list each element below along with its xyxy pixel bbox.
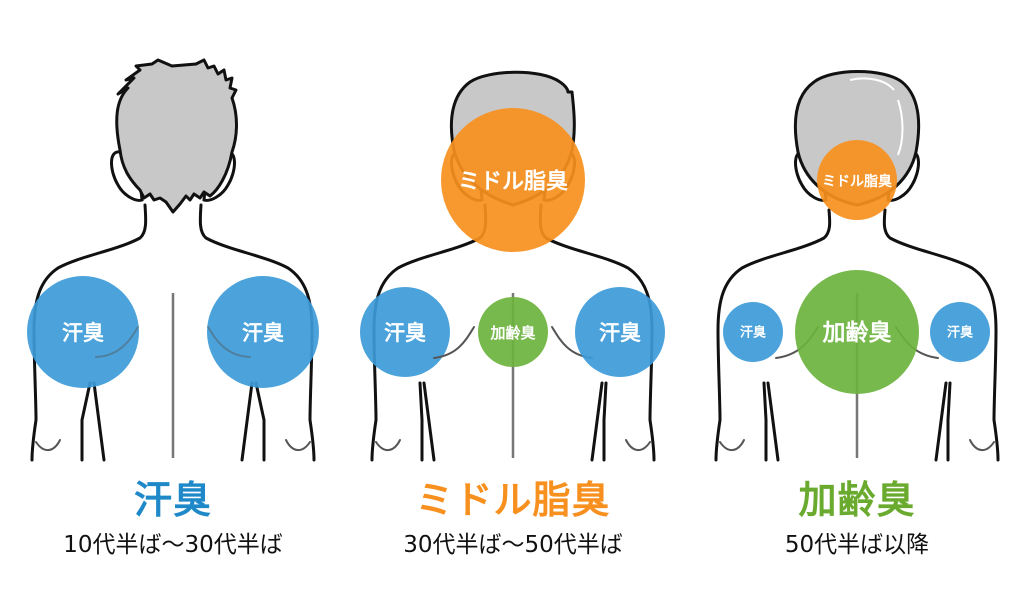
caption-title: ミドル脂臭 [415, 478, 611, 522]
hair-spiky [115, 58, 238, 214]
figure-middle: ミドル脂臭 汗臭 加齢臭 汗臭 [360, 70, 665, 462]
sweat-bubble-left [27, 276, 139, 388]
sweat-bubble-left [723, 302, 783, 362]
shoulder-blade-left [433, 326, 475, 359]
sweat-bubble-right-label: 汗臭 [242, 321, 284, 345]
aging-bubble-label: 加齢臭 [822, 319, 892, 346]
hair-highlight [849, 77, 895, 91]
sweat-bubble-right [575, 287, 665, 377]
sweat-bubble-left-label: 汗臭 [62, 321, 104, 345]
sweat-bubble-right [207, 276, 319, 388]
caption-middle: ミドル脂臭 30代半ば〜50代半ば [343, 478, 683, 560]
sweat-bubble-left [360, 287, 450, 377]
sweat-bubble-left-label: 汗臭 [740, 325, 766, 341]
shoulder-blade-right [207, 326, 251, 358]
hair-highlight [897, 99, 904, 156]
figure-senior: ミドル脂臭 汗臭 加齢臭 汗臭 [714, 70, 1000, 462]
middle-fat-bubble-label: ミドル脂臭 [458, 169, 568, 195]
aging-bubble-label: 加齢臭 [489, 324, 535, 342]
body-outline [30, 203, 316, 462]
caption-title: 汗臭 [133, 478, 212, 522]
arm-crease-right [285, 439, 311, 451]
arm-crease-left [719, 439, 745, 451]
sweat-bubble-right-label: 汗臭 [599, 321, 641, 345]
caption-age-range: 30代半ば〜50代半ば [403, 532, 623, 558]
figure-young: 汗臭 汗臭 [27, 58, 319, 462]
caption-senior: 加齢臭 50代半ば以降 [687, 478, 1024, 560]
middle-fat-bubble [441, 108, 585, 252]
caption-young: 汗臭 10代半ば〜30代半ば [3, 478, 343, 560]
shoulder-blade-left [95, 326, 139, 358]
caption-title: 加齢臭 [798, 478, 916, 522]
sweat-bubble-right [930, 302, 990, 362]
body-outline [370, 203, 656, 462]
caption-age-range: 10代半ば〜30代半ば [63, 532, 283, 558]
caption-age-range: 50代半ば以降 [784, 532, 930, 558]
sweat-bubble-right-label: 汗臭 [947, 325, 973, 341]
aging-bubble [795, 270, 919, 394]
arm-crease-left [375, 439, 401, 451]
sweat-bubble-left-label: 汗臭 [384, 321, 426, 345]
middle-fat-bubble-label: ミドル脂臭 [822, 173, 893, 190]
arm-crease-left [35, 439, 61, 451]
arm-crease-right [625, 439, 651, 451]
middle-fat-bubble [817, 140, 897, 220]
body-outline [714, 208, 1000, 462]
aging-bubble [478, 297, 548, 367]
arm-crease-right [969, 439, 995, 451]
